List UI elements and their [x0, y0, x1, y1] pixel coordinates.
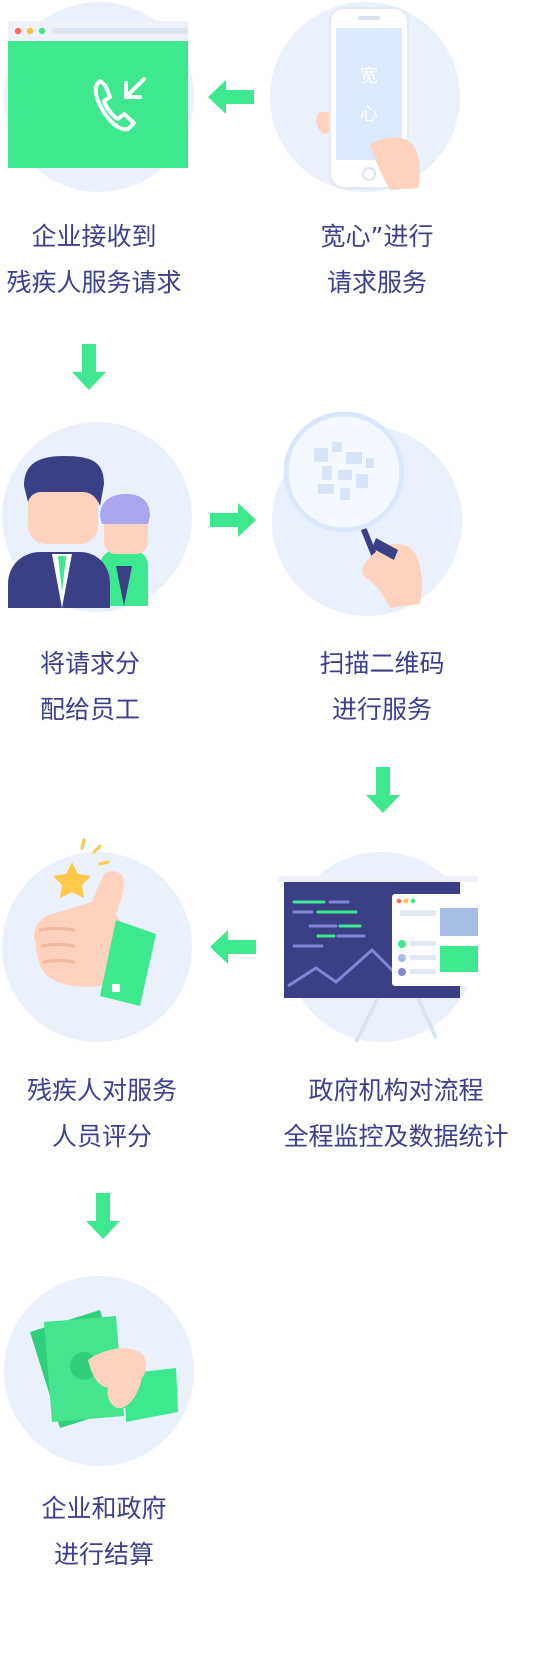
- flow-arrow-icon: [210, 503, 256, 537]
- step-rate-label: 残疾人对服务人员评分: [26, 1076, 177, 1151]
- step-assign-label: 将请求分配给员工: [39, 649, 140, 724]
- money-hand-icon: [30, 1310, 178, 1428]
- step-request-label: 宽心”进行请求服务: [320, 222, 434, 297]
- employees-icon: [8, 456, 150, 608]
- thumbs-up-star-icon: [33, 838, 156, 1006]
- magnifier-qr-icon: [283, 411, 422, 608]
- hand-phone-icon: [316, 7, 420, 190]
- step-monitor-label: 政府机构对流程全程监控及数据统计: [283, 1076, 509, 1151]
- flow-arrow-icon: [72, 344, 106, 390]
- phone-screen-text: 宽心: [360, 66, 378, 125]
- flow-arrow-icon: [366, 767, 400, 813]
- monitor-board-icon: [278, 876, 482, 1043]
- step-scan-label: 扫描二维码进行服务: [319, 649, 445, 724]
- phone-callback-icon: [8, 21, 188, 168]
- flow-arrow-icon: [86, 1193, 120, 1239]
- flow-arrow-icon: [210, 930, 256, 964]
- flow-arrow-icon: [208, 80, 254, 114]
- step-receive-label: 企业接收到残疾人服务请求: [6, 222, 182, 297]
- step-settle-label: 企业和政府进行结算: [41, 1494, 167, 1569]
